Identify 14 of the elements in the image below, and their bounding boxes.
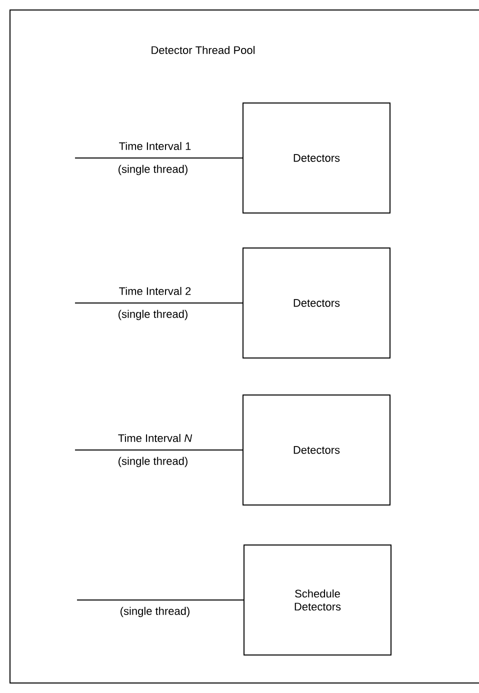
pool-frame (10, 10, 479, 684)
edge-label: Time Interval 2 (119, 286, 191, 296)
process-box: Detectors (242, 102, 390, 214)
process-box: Detectors (242, 394, 390, 506)
connector-line (74, 302, 243, 304)
edge-label: Time Interval 1 (119, 142, 191, 150)
thread-note: (single thread) (118, 164, 188, 176)
process-box: Schedule Detectors (244, 544, 392, 656)
thread-note: (single thread) (118, 456, 188, 468)
process-box: Detectors (242, 248, 390, 358)
heading: Detector Thread Pool (152, 46, 255, 54)
thread-note: (single thread) (118, 310, 188, 320)
thread-note: (single thread) (120, 606, 190, 618)
edge-label: Time Interval N (118, 434, 192, 442)
